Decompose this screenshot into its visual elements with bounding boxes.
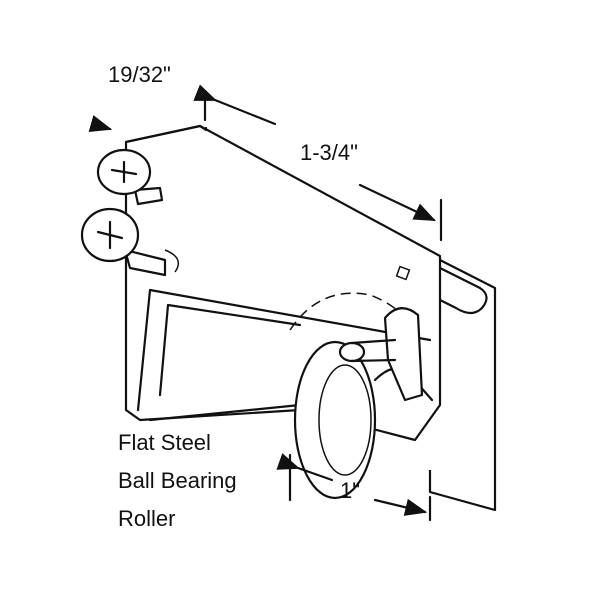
caption: Flat Steel Ball Bearing Roller xyxy=(118,430,237,531)
caption-line-1: Flat Steel xyxy=(118,430,211,455)
screw-top xyxy=(96,148,164,206)
dimension-label-wheel-width: 1" xyxy=(340,478,360,503)
dimension-label-length: 1-3/4" xyxy=(300,140,358,165)
dimension-label-screw-offset: 19/32" xyxy=(108,62,171,87)
mounting-plate xyxy=(428,257,497,512)
dimension-length: 1-3/4" xyxy=(193,84,443,242)
caption-line-2: Ball Bearing xyxy=(118,468,237,493)
adjuster-tab xyxy=(338,307,424,402)
dimension-wheel-width: 1" xyxy=(276,453,432,522)
screw-bottom xyxy=(80,207,180,277)
roller-housing xyxy=(124,124,442,442)
dimension-screw-offset: 19/32" xyxy=(88,62,207,133)
caption-line-3: Roller xyxy=(118,506,175,531)
square-hole xyxy=(395,265,411,281)
